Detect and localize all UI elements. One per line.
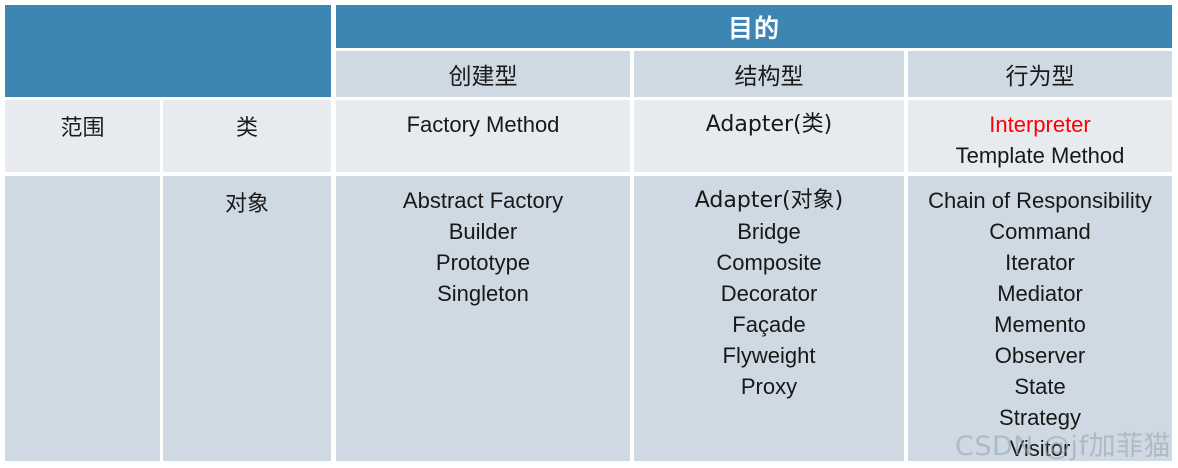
purpose-header-label: 目的	[727, 13, 780, 43]
subheader-behavioral-label: 行为型	[1005, 64, 1075, 90]
pattern-mediator: Mediator	[997, 281, 1083, 306]
cell-class-creational: Factory Method	[336, 100, 630, 172]
subheader-creational-label: 创建型	[448, 64, 518, 90]
pattern-interpreter: Interpreter	[989, 112, 1091, 137]
pattern-factory-method: Factory Method	[406, 112, 560, 137]
pattern-observer: Observer	[994, 343, 1086, 368]
pattern-bridge: Bridge	[737, 219, 801, 244]
pattern-adapter-class: Adapter(类)	[705, 112, 833, 137]
cell-object-structural: Adapter(对象) Bridge Composite Decorator F…	[634, 176, 904, 461]
cell-object-behavioral: Chain of Responsibility Command Iterator…	[908, 176, 1172, 461]
pattern-command: Command	[989, 219, 1091, 244]
pattern-flyweight: Flyweight	[722, 343, 816, 368]
pattern-template-method: Template Method	[955, 143, 1125, 168]
pattern-list-object-creational: Abstract Factory Builder Prototype Singl…	[336, 176, 630, 309]
pattern-strategy: Strategy	[999, 405, 1081, 430]
subheader-creational: 创建型	[336, 51, 630, 97]
scope-label-cell: 范围	[5, 100, 160, 172]
subheader-structural: 结构型	[634, 51, 904, 97]
pattern-chain-of-responsibility: Chain of Responsibility	[928, 188, 1152, 213]
pattern-abstract-factory: Abstract Factory	[402, 188, 564, 213]
pattern-singleton: Singleton	[437, 281, 529, 306]
pattern-visitor: Visitor	[1009, 436, 1071, 461]
pattern-builder: Builder	[448, 219, 518, 244]
pattern-adapter-object: Adapter(对象)	[694, 188, 844, 213]
subheader-behavioral: 行为型	[908, 51, 1172, 97]
pattern-decorator: Decorator	[720, 281, 818, 306]
pattern-iterator: Iterator	[1005, 250, 1075, 275]
cell-object-creational: Abstract Factory Builder Prototype Singl…	[336, 176, 630, 461]
row-label-object: 对象	[163, 176, 331, 461]
scope-label: 范围	[60, 116, 105, 141]
pattern-state: State	[1014, 374, 1066, 399]
scope-empty-cell	[5, 176, 160, 461]
pattern-composite: Composite	[716, 250, 822, 275]
cell-class-behavioral: Interpreter Template Method	[908, 100, 1172, 172]
table-corner-blank	[5, 5, 331, 97]
row-label-class-text: 类	[235, 116, 258, 141]
cell-class-structural: Adapter(类)	[634, 100, 904, 172]
pattern-list-object-structural: Adapter(对象) Bridge Composite Decorator F…	[634, 176, 904, 402]
pattern-prototype: Prototype	[435, 250, 531, 275]
pattern-list-object-behavioral: Chain of Responsibility Command Iterator…	[908, 176, 1172, 461]
row-label-class: 类	[163, 100, 331, 172]
subheader-structural-label: 结构型	[734, 64, 804, 90]
pattern-facade: Façade	[732, 312, 806, 337]
row-label-object-text: 对象	[224, 192, 269, 217]
purpose-header-cell: 目的	[336, 5, 1172, 48]
pattern-proxy: Proxy	[740, 374, 798, 399]
pattern-memento: Memento	[994, 312, 1086, 337]
pattern-list-class-behavioral: Interpreter Template Method	[908, 100, 1172, 171]
